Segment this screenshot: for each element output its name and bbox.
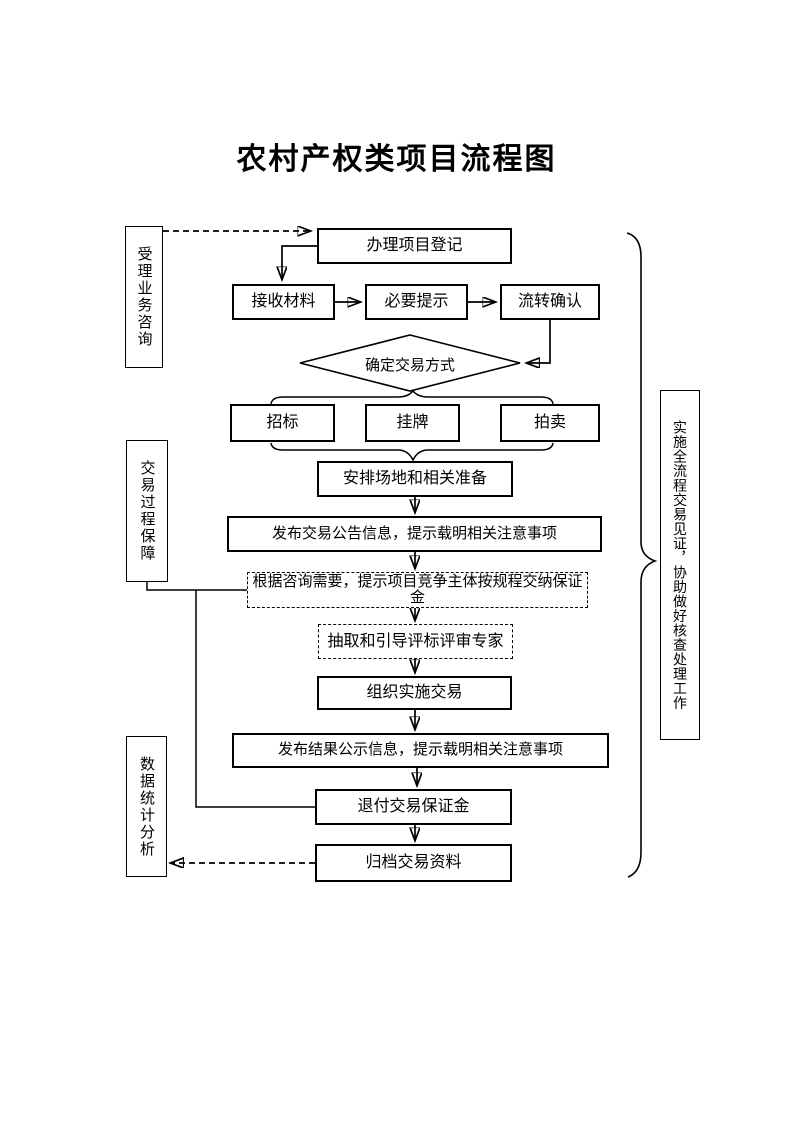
sidebar-data-stats: 数据统计分析: [126, 736, 167, 877]
node-archive-materials: 归档交易资料: [315, 844, 512, 882]
line-guarantee-to-refund: [195, 590, 315, 808]
arrow-confirm-to-decide: [527, 320, 551, 363]
node-register: 办理项目登记: [317, 228, 512, 264]
node-receive-label: 接收材料: [251, 293, 316, 311]
node-receive-materials: 接收材料: [232, 284, 335, 320]
node-experts-label: 抽取和引导评标评审专家: [327, 632, 504, 650]
page-title: 农村产权类项目流程图: [236, 143, 557, 176]
sidebar-guarantee-label: 交易过程保障: [138, 460, 156, 562]
node-organize-label: 组织实施交易: [366, 684, 463, 702]
node-transfer-confirm: 流转确认: [500, 284, 600, 320]
brace-whole-flow: [626, 232, 658, 878]
node-auction-label: 拍卖: [533, 414, 566, 432]
node-listing: 挂牌: [365, 404, 460, 442]
node-announce-label: 发布交易公告信息，提示载明相关注意事项: [271, 524, 557, 542]
node-tender-label: 招标: [266, 414, 299, 432]
decide-diamond-shape: [299, 334, 521, 392]
sidebar-stats-label: 数据统计分析: [138, 755, 155, 858]
node-arrange-label: 安排场地和相关准备: [342, 470, 487, 488]
arrow-register-to-receive: [282, 245, 317, 279]
node-organize-trade: 组织实施交易: [317, 676, 512, 710]
node-decide-method: 确定交易方式: [364, 357, 455, 374]
node-deposit-label: 根据咨询需要，提示项目竞争主体按规程交纳保证金: [252, 572, 583, 606]
node-necessary-notice: 必要提示: [365, 284, 468, 320]
node-archive-label: 归档交易资料: [365, 854, 462, 872]
node-notice-label: 必要提示: [384, 293, 449, 311]
brace-above-methods: [270, 389, 554, 405]
node-arrange-venue: 安排场地和相关准备: [317, 461, 513, 497]
sidebar-witness-label: 实施全流程交易见证，协助做好核查处理工作: [672, 420, 688, 710]
node-refund-label: 退付交易保证金: [357, 798, 470, 816]
line-guarantee-to-deposit: [146, 582, 247, 591]
node-confirm-label: 流转确认: [517, 293, 582, 311]
node-register-label: 办理项目登记: [366, 237, 463, 255]
sidebar-witness-note: 实施全流程交易见证，协助做好核查处理工作: [660, 390, 700, 740]
node-auction: 拍卖: [500, 404, 600, 442]
node-tender: 招标: [230, 404, 335, 442]
node-refund-deposit: 退付交易保证金: [315, 789, 512, 825]
sidebar-process-guarantee: 交易过程保障: [126, 440, 168, 582]
node-listing-label: 挂牌: [396, 414, 429, 432]
node-result-publicity: 发布结果公示信息，提示载明相关注意事项: [232, 733, 609, 768]
node-announce-info: 发布交易公告信息，提示载明相关注意事项: [227, 516, 602, 552]
node-result-label: 发布结果公示信息，提示载明相关注意事项: [277, 741, 563, 759]
node-draw-experts: 抽取和引导评标评审专家: [318, 624, 513, 659]
node-deposit-prompt: 根据咨询需要，提示项目竞争主体按规程交纳保证金: [247, 572, 588, 608]
sidebar-accept-consult: 受理业务咨询: [125, 226, 163, 368]
sidebar-accept-label: 受理业务咨询: [135, 246, 153, 348]
brace-below-methods: [270, 442, 554, 462]
